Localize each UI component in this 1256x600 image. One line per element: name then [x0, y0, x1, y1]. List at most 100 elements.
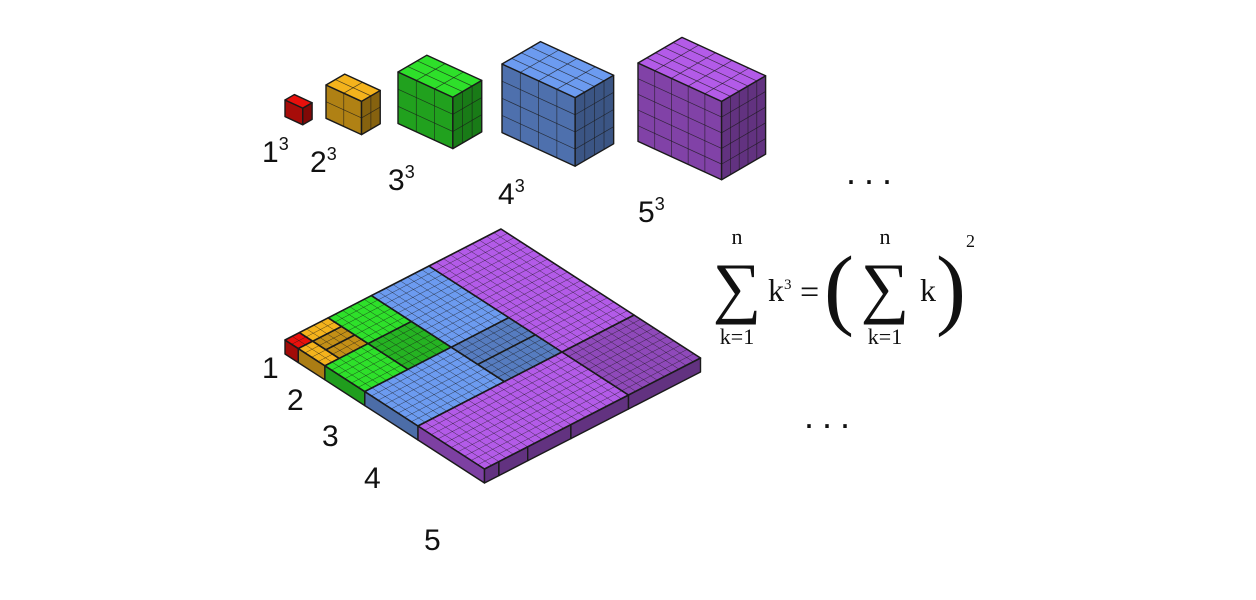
cube-5-top-grid-line: [646, 57, 731, 97]
cube-5-right-grid-line: [721, 122, 766, 149]
cube-3-left-grid-line: [397, 88, 454, 115]
slab-region-7-grid: [374, 324, 445, 366]
cube-5-top-grid-line: [664, 47, 749, 87]
slab-region-9-grid-line: [386, 380, 440, 416]
slab-region-14-grid-line: [576, 344, 644, 388]
slab-region-12-grid-line: [385, 287, 466, 341]
slab-region-12-grid-line: [407, 276, 488, 329]
slab-region-9-grid-line: [415, 365, 469, 401]
slab-region-10-grid-line: [458, 343, 486, 361]
cube-4-left-grid-line: [501, 115, 576, 150]
cube-5-top-grid-line: [673, 42, 757, 82]
cube-4-left-grid-line: [501, 80, 576, 116]
slab-region-15-grid-line: [457, 250, 591, 338]
slab-region-13-grid-line: [461, 403, 528, 448]
slab-region-13-grid-line: [475, 396, 543, 440]
slab-region-10-grid-line: [487, 328, 514, 347]
cube-5-top-face: [637, 36, 767, 103]
slab-right-side: [483, 357, 702, 484]
cube-4: [501, 40, 615, 167]
cube-5-top-grid-line: [655, 52, 740, 92]
slab-region-15-grid: [435, 232, 628, 349]
slab-region-8-grid: [334, 299, 405, 341]
cube-5-right-grid: [721, 80, 766, 175]
slab-labels: 1 2 3 4 5: [262, 352, 441, 557]
slab-region-2-grid-line: [305, 344, 333, 363]
slab-region-14-grid-line: [605, 329, 672, 374]
slab-region-9-grid-line: [407, 369, 462, 405]
cube-2-left-grid: [325, 93, 362, 127]
slab-region-3-grid-line: [326, 333, 341, 343]
cube-5: [637, 36, 767, 181]
cube-3-left-grid-line: [397, 105, 454, 132]
slab-region-10-grid-line: [494, 324, 522, 343]
slab-region-10-grid: [457, 321, 529, 361]
cube-3-top-grid-line: [416, 63, 446, 81]
cube-4-top-grid-line: [530, 46, 605, 82]
slab-region-11-grid-line: [499, 353, 527, 371]
slab-label-5: 5: [424, 524, 441, 557]
cube-labels: 13 23 33 43 53: [262, 134, 665, 229]
cube-3-left-grid: [397, 80, 454, 141]
sum-upper-limit-right: n: [880, 224, 891, 249]
slab-region-8-grid-line: [364, 299, 405, 326]
slab-region-10-grid-line: [472, 335, 500, 354]
open-paren: (: [824, 239, 854, 338]
slab-region-7-grid-line: [396, 328, 437, 355]
outer-exponent: 2: [966, 231, 975, 251]
slab-region-8-grid-line: [335, 313, 376, 341]
slab-region-14-grid-line: [583, 340, 651, 385]
cube-4-left-grid: [501, 72, 576, 158]
slab-region-12-grid-line: [414, 273, 495, 326]
cube-label-1: 13: [262, 134, 289, 169]
slab-region-2-grid: [304, 344, 333, 363]
cube-5-top-grid-line: [704, 67, 750, 95]
cube-label-2: 23: [310, 144, 337, 179]
slab-region-8-grid-line: [342, 310, 383, 337]
slab-region-14-grid-line: [612, 325, 680, 370]
slab-region-8-grid-line: [349, 306, 390, 333]
cube-4-right-grid-line: [574, 126, 614, 150]
cube-2-right-grid: [361, 95, 381, 130]
cube-2-left-grid-line: [325, 101, 362, 119]
slab-label-3: 3: [322, 420, 339, 453]
cube-5-top-grid-line: [687, 60, 733, 87]
square-slab: [284, 228, 702, 484]
slab-region-11-grid-line: [492, 356, 519, 375]
slab-region-9-grid-line: [436, 354, 491, 390]
cube-3-top-grid: [407, 60, 473, 92]
slab-label-4: 4: [364, 462, 381, 495]
slab-region-1-grid-line: [292, 336, 306, 346]
close-paren: ): [936, 239, 966, 338]
slab-label-2: 2: [287, 384, 304, 417]
slab-region-7-grid-line: [375, 339, 416, 366]
slab-region-9-grid-line: [393, 376, 447, 412]
slab-region-15-grid-line: [472, 243, 606, 331]
slab-region-5-grid-line: [320, 321, 335, 331]
slab-region-3-grid-line: [319, 337, 334, 347]
slab-region-15: [428, 228, 635, 353]
sum-lower-limit-left: k=1: [720, 324, 754, 349]
slab-region-14-grid-line: [590, 336, 658, 381]
slab-region-14-grid-line: [597, 333, 665, 377]
slab-region-4-grid-line: [340, 342, 354, 352]
slab-region-15-grid-line: [493, 232, 627, 319]
cube-3-right-grid-line: [452, 97, 482, 115]
inner-term-k: k: [920, 272, 936, 308]
slab-region-9-grid-line: [400, 372, 455, 408]
cube-3-top-grid-line: [434, 71, 464, 90]
slab-region-10-grid-line: [479, 332, 507, 350]
slab-region-11-grid-line: [513, 345, 541, 364]
cube-5-top-grid-line: [654, 44, 699, 71]
slab-region-12-grid-line: [400, 280, 481, 333]
slab-region-9-grid-line: [379, 383, 433, 419]
cube-5-right-grid-line: [721, 138, 766, 165]
slab-region-13-grid-line: [525, 370, 593, 414]
slab-region-7-grid-line: [389, 332, 430, 359]
term-k-cubed: k3: [768, 272, 792, 308]
slab-region-15-grid-line: [479, 239, 613, 327]
slab-region-10-grid-line: [501, 321, 529, 339]
slab-region-14-grid: [568, 318, 694, 392]
cube-2-right-grid-line: [361, 106, 381, 119]
